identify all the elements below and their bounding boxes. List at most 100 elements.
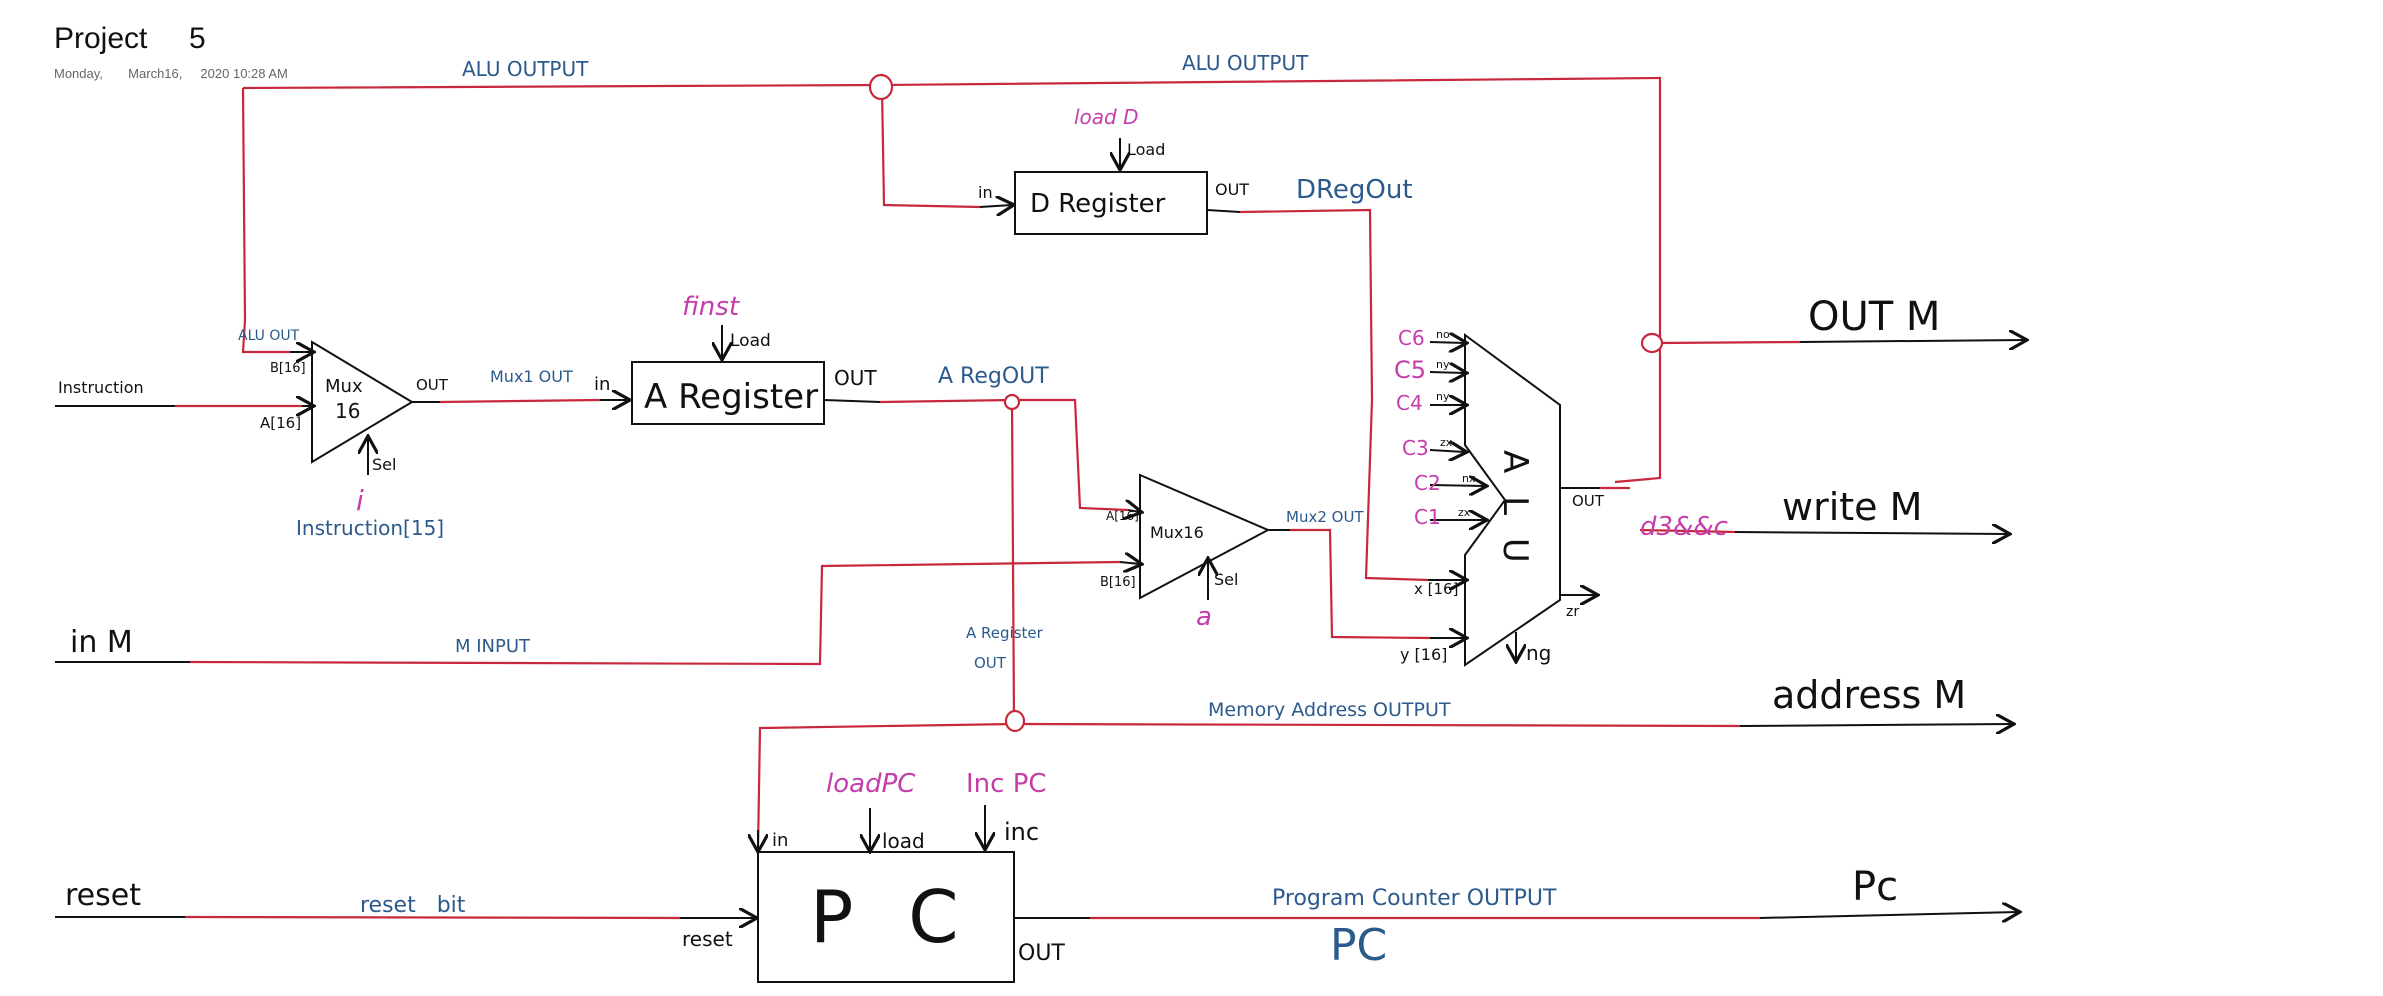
label-load-d: load D <box>1074 105 1139 129</box>
label-a-register-out-1: A Register <box>966 624 1044 642</box>
label-pc-output: Pc <box>1852 864 1898 910</box>
page-header: Project 5 Monday, March16, 2020 10:28 AM <box>54 22 288 81</box>
label-a-in: in <box>594 374 610 395</box>
wire-alu-output-top <box>242 76 1662 484</box>
wires <box>175 76 1801 920</box>
alu-c6-line <box>1429 342 1465 343</box>
label-reset-bit: reset bit <box>360 893 466 918</box>
label-c3: C3 <box>1402 436 1429 460</box>
label-c5: C5 <box>1394 356 1426 384</box>
label-out-m: OUT M <box>1808 294 1940 340</box>
label-mux2-out-wire: Mux2 OUT <box>1286 508 1364 526</box>
page-date: Monday, March16, 2020 10:28 AM <box>54 66 288 81</box>
label-pc-name: P C <box>810 875 975 959</box>
label-finst: finst <box>682 292 740 322</box>
alu-c5-line <box>1429 372 1465 373</box>
wire-alu-output-left <box>241 87 290 354</box>
label-d3-and-c: d3&&c <box>1640 512 1728 542</box>
wire-memory-address <box>1013 722 1741 728</box>
wire-areg-out <box>879 398 1013 404</box>
label-alu-output-right: ALU OUTPUT <box>1182 51 1309 75</box>
label-alu-out-small: ALU OUT <box>238 328 300 344</box>
junction-outm <box>1640 332 1664 354</box>
label-reset: reset <box>65 878 141 913</box>
label-d-reg-out: DRegOut <box>1296 175 1413 205</box>
a-out-line <box>823 399 881 403</box>
output-writem-line <box>1734 532 2008 534</box>
wire-reset <box>184 915 681 920</box>
label-alu-x: x [16] <box>1414 580 1458 598</box>
label-mux2-a: A[16] <box>1106 509 1139 523</box>
mux2-a-line <box>1128 510 1140 512</box>
label-mux1-b: B[16] <box>270 361 306 376</box>
label-pc-load: load <box>882 829 925 853</box>
label-c1: C1 <box>1414 505 1441 529</box>
label-instruction-15: Instruction[15] <box>296 516 444 540</box>
label-mux1-sel: Sel <box>372 455 396 474</box>
wire-m-input <box>189 560 1121 666</box>
d-out-line <box>1206 209 1241 213</box>
wire-outm <box>1657 340 1801 345</box>
label-alu-ng: ng <box>1526 641 1551 665</box>
label-a-reg-out: A RegOUT <box>938 364 1049 389</box>
label-c5-pin: ny <box>1436 358 1450 371</box>
label-pc-big: PC <box>1330 920 1387 971</box>
label-write-m: write M <box>1782 485 1922 529</box>
mux1-shape <box>311 340 414 464</box>
output-outm-line <box>1799 340 2025 342</box>
label-alu-y: y [16] <box>1400 645 1447 664</box>
junction-memory-address <box>1004 709 1026 733</box>
junctions <box>868 73 1664 733</box>
label-c6-pin: no <box>1436 328 1450 341</box>
label-d-load: Load <box>1127 140 1165 159</box>
label-a-out: OUT <box>834 366 877 390</box>
label-c1-pin: zx <box>1458 506 1471 519</box>
label-program-counter-output: Program Counter OUTPUT <box>1272 886 1557 911</box>
wire-areg-to-mux2 <box>1012 398 1129 512</box>
label-pc-reset: reset <box>682 927 733 951</box>
label-inc-pc: Inc PC <box>966 769 1047 799</box>
wire-areg-down <box>1010 401 1016 721</box>
output-addressm-line <box>1739 724 2012 726</box>
label-c2: C2 <box>1414 471 1441 495</box>
label-alu-zr: zr <box>1566 604 1579 620</box>
label-a-register: A Register <box>644 377 818 417</box>
label-mux2-name: Mux16 <box>1150 523 1204 542</box>
label-i: i <box>356 484 364 517</box>
a-register-box <box>631 361 825 425</box>
d-in-arrow <box>979 205 1012 207</box>
wire-mux2-out <box>1290 528 1431 640</box>
label-pc-inc: inc <box>1004 818 1039 846</box>
label-a-load: Load <box>730 331 771 351</box>
label-m-input: M INPUT <box>455 636 531 657</box>
label-mux1-out-wire: Mux1 OUT <box>490 367 573 386</box>
mux2-b-line <box>1119 562 1140 564</box>
label-c3-pin: zx <box>1440 436 1453 449</box>
label-d-in: in <box>978 183 993 202</box>
label-a: a <box>1196 602 1212 632</box>
alu-shape <box>1464 333 1561 667</box>
wire-mux1-out <box>439 398 601 404</box>
label-mux1-a: A[16] <box>260 414 301 432</box>
label-mux2-b: B[16] <box>1100 575 1136 590</box>
label-d-register: D Register <box>1030 189 1166 219</box>
label-alu-output-left: ALU OUTPUT <box>462 57 589 81</box>
label-c4: C4 <box>1396 391 1423 415</box>
label-mux1-name: Mux <box>325 376 363 397</box>
wire-dreg-out <box>1239 208 1429 582</box>
label-memory-address-output: Memory Address OUTPUT <box>1208 699 1451 721</box>
label-a-register-out-2: OUT <box>974 654 1007 672</box>
alu-c2-line <box>1429 485 1485 486</box>
labels: ALU OUTPUT ALU OUTPUT load D Load in D R… <box>58 51 1966 971</box>
ink-lines <box>55 138 2025 983</box>
label-alu-out: OUT <box>1572 492 1605 510</box>
label-pc-in: in <box>772 830 788 851</box>
label-mux2-sel: Sel <box>1214 570 1238 589</box>
junction-areg-out <box>1003 393 1021 411</box>
label-c4-pin: ny <box>1436 390 1450 403</box>
label-mux1-out: OUT <box>416 376 449 394</box>
alu-c3-line <box>1429 450 1465 452</box>
label-alu-letters: A L U <box>1495 450 1535 569</box>
label-c2-pin: nx <box>1462 472 1476 485</box>
